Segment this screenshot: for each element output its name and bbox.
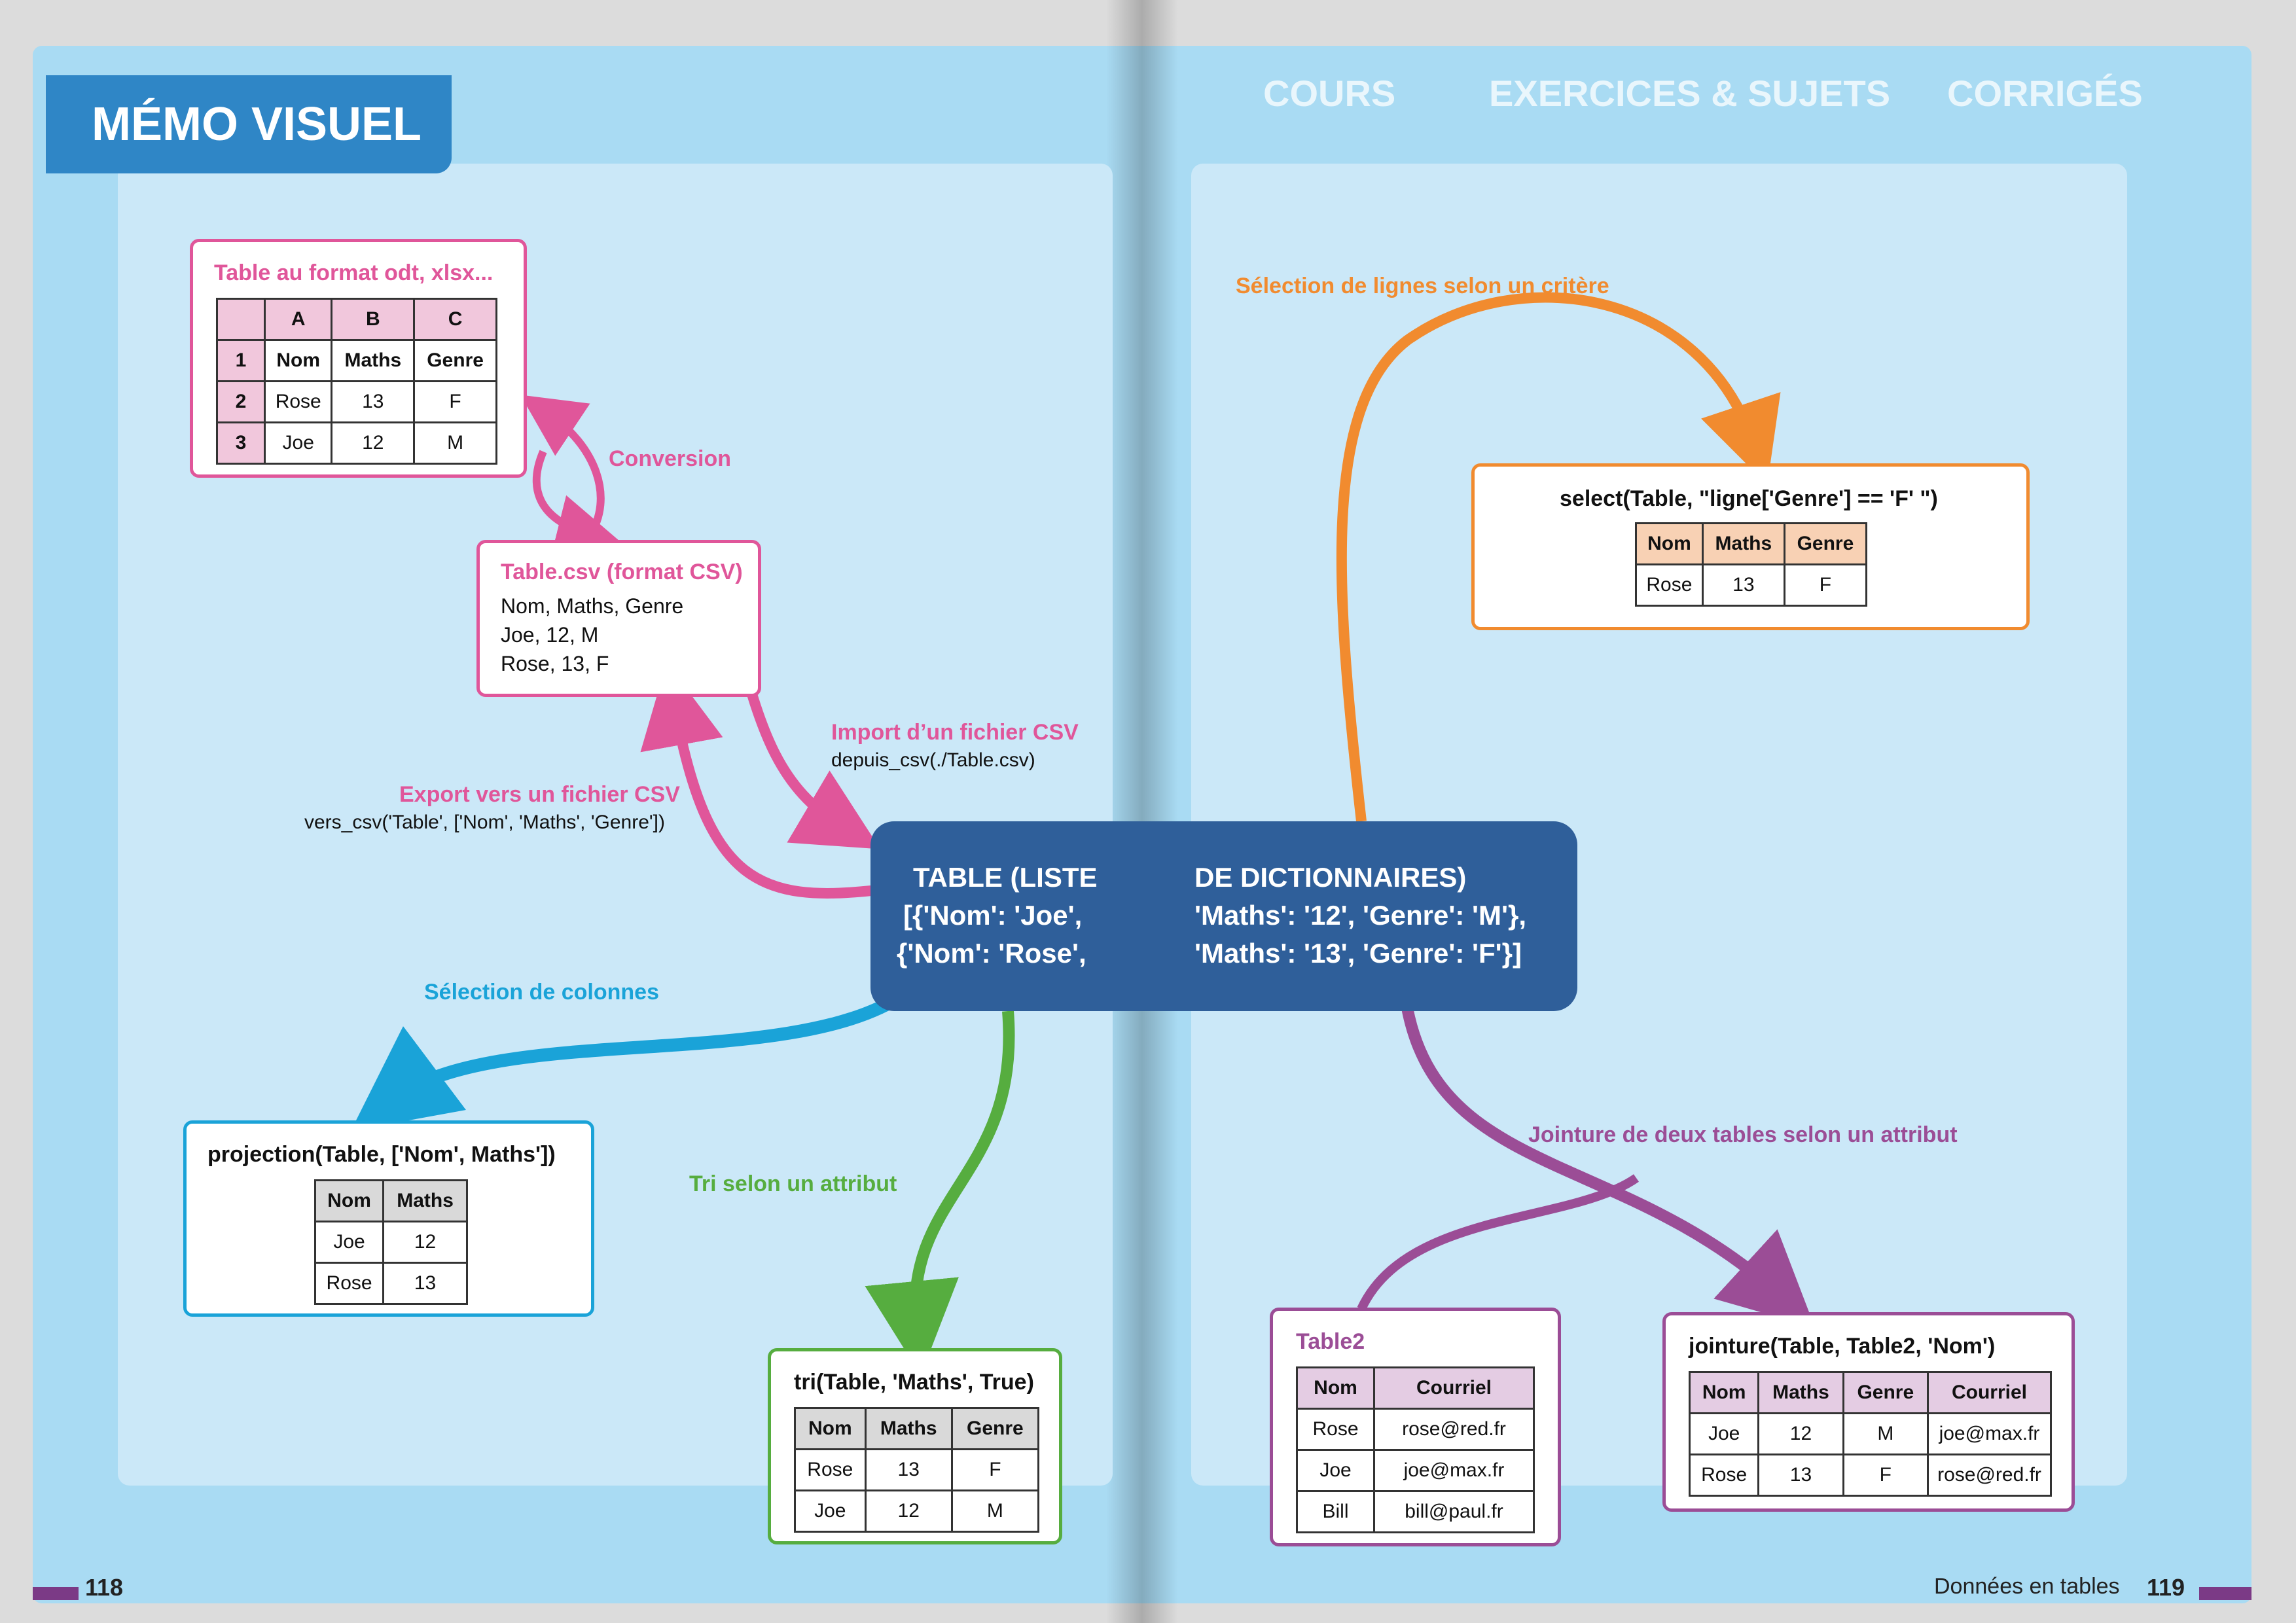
nav-exercices-sujets[interactable]: EXERCICES & SUJETS (1489, 73, 1891, 114)
center-line-3: [{'Nom': 'Joe', (903, 900, 1083, 931)
selection-rows-arrow (1336, 292, 1781, 822)
select-result-box: select(Table, "ligne['Genre'] == 'F' ") … (1471, 463, 2030, 630)
table-row: Joe 12 M (794, 1489, 1040, 1533)
table-row: Rose 13 F (1635, 563, 1868, 607)
join-result-box: jointure(Table, Table2, 'Nom') Nom Maths… (1662, 1312, 2075, 1512)
spreadsheet-box: Table au format odt, xlsx... A B C 1 Nom… (190, 239, 527, 478)
column-header-a: A (263, 298, 333, 341)
export-csv-arrow (640, 662, 878, 899)
join-label: Jointure de deux tables selon un attribu… (1528, 1122, 1958, 1147)
join-result-table: Nom Maths Genre Courriel Joe 12 M joe@ma… (1688, 1371, 2052, 1497)
book-gutter (1106, 0, 1178, 1623)
csv-line-3: Rose, 13, F (501, 652, 609, 675)
nav-cours[interactable]: COURS (1263, 73, 1396, 114)
table-row: 3 Joe 12 M (216, 421, 497, 465)
export-csv-code: vers_csv('Table', ['Nom', 'Maths', 'Genr… (304, 812, 665, 833)
nav-corriges[interactable]: CORRIGÉS (1947, 73, 2143, 114)
center-line-4: 'Maths': '12', 'Genre': 'M'}, (1194, 900, 1526, 931)
table-row: Joe joe@max.fr (1296, 1449, 1535, 1492)
table-row: Rose rose@red.fr (1296, 1408, 1535, 1451)
table-row: Rose 13 F rose@red.fr (1688, 1454, 2052, 1497)
table-row: Joe 12 M joe@max.fr (1688, 1412, 2052, 1455)
center-line-2: DE DICTIONNAIRES) (1194, 862, 1467, 893)
sort-label: Tri selon un attribut (689, 1171, 897, 1196)
table2-title: Table2 (1296, 1329, 1365, 1354)
table-row: 2 Rose 13 F (216, 380, 497, 423)
left-page-number: 118 (85, 1574, 124, 1601)
center-line-6: 'Maths': '13', 'Genre': 'F'}] (1194, 938, 1522, 969)
footer-bar-left (33, 1587, 79, 1600)
conversion-arrow-down (532, 450, 620, 556)
footer-section-title: Données en tables (1934, 1574, 2120, 1599)
center-line-1: TABLE (LISTE (913, 862, 1098, 893)
sort-result-table: Nom Maths Genre Rose 13 F Joe 12 M (794, 1407, 1040, 1533)
selection-rows-label: Sélection de lignes selon un critère (1236, 274, 1609, 298)
selection-columns-arrow (350, 989, 907, 1131)
csv-file-box: Table.csv (format CSV) Nom, Maths, Genre… (476, 540, 761, 697)
table-row: Bill bill@paul.fr (1296, 1490, 1535, 1533)
projection-box: projection(Table, ['Nom', Maths']) Nom M… (183, 1120, 594, 1317)
table2-table: Nom Courriel Rose rose@red.fr Joe joe@ma… (1296, 1366, 1535, 1533)
import-csv-label: Import d’un fichier CSV (831, 720, 1079, 745)
conversion-label: Conversion (609, 446, 732, 471)
csv-file-title: Table.csv (format CSV) (501, 560, 743, 584)
join-arrow-main (1401, 1007, 1816, 1328)
selection-columns-label: Sélection de colonnes (424, 980, 659, 1005)
select-result-table: Nom Maths Genre Rose 13 F (1635, 522, 1868, 607)
sort-result-title: tri(Table, 'Maths', True) (794, 1370, 1034, 1395)
table-row: 1 Nom Maths Genre (216, 339, 497, 382)
footer-bar-right (2199, 1587, 2251, 1600)
sort-result-box: tri(Table, 'Maths', True) Nom Maths Genr… (768, 1348, 1062, 1544)
column-header-b: B (331, 298, 416, 341)
join-result-title: jointure(Table, Table2, 'Nom') (1689, 1334, 1996, 1359)
spreadsheet-corner (216, 298, 266, 341)
sort-arrow (865, 1010, 1015, 1376)
export-csv-label: Export vers un fichier CSV (399, 782, 680, 807)
table2-box: Table2 Nom Courriel Rose rose@red.fr Joe… (1270, 1308, 1561, 1546)
csv-line-1: Nom, Maths, Genre (501, 594, 684, 618)
table-row: Rose 13 F (794, 1448, 1040, 1491)
center-line-5: {'Nom': 'Rose', (897, 938, 1086, 969)
right-page-number: 119 (2147, 1574, 2185, 1601)
spreadsheet-table: A B C 1 Nom Maths Genre 2 Rose 13 F 3 Jo… (216, 298, 497, 465)
import-csv-code: depuis_csv(./Table.csv) (831, 749, 1035, 771)
select-result-title: select(Table, "ligne['Genre'] == 'F' ") (1560, 486, 1938, 511)
projection-title: projection(Table, ['Nom', Maths']) (207, 1142, 556, 1167)
table-row: Joe 12 (314, 1221, 468, 1264)
csv-line-2: Joe, 12, M (501, 623, 599, 647)
projection-table: Nom Maths Joe 12 Rose 13 (314, 1179, 468, 1305)
spreadsheet-title: Table au format odt, xlsx... (214, 260, 493, 285)
table-row: Rose 13 (314, 1262, 468, 1305)
column-header-c: C (413, 298, 497, 341)
central-table-box: TABLE (LISTE DE DICTIONNAIRES) [{'Nom': … (870, 821, 1577, 1011)
join-arrow-table2 (1357, 1174, 1640, 1311)
memo-visuel-badge: MÉMO VISUEL (46, 75, 452, 173)
